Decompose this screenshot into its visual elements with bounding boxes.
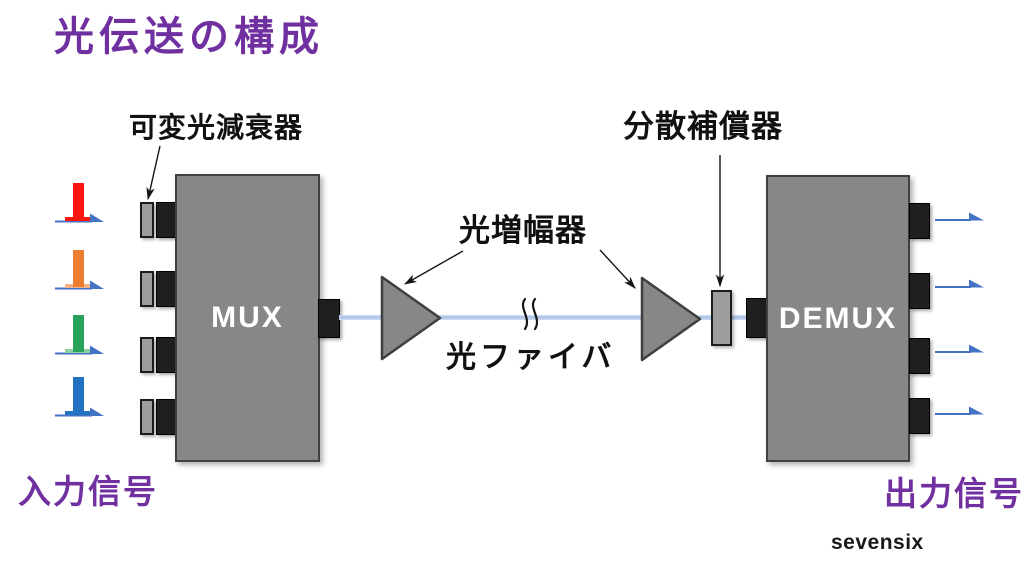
output-signal-arrow-icon — [935, 344, 984, 353]
output-signal-label: 出力信号 — [884, 475, 1024, 512]
compensator-box — [711, 290, 732, 346]
mux-output-port — [318, 299, 340, 338]
amplifier-triangle-icon — [380, 275, 442, 361]
mux-box: MUX — [175, 174, 320, 462]
demux-output-port — [909, 398, 930, 434]
mux-label: MUX — [211, 301, 284, 334]
page-title: 光伝送の構成 — [54, 15, 324, 59]
fiber-break-icon — [521, 297, 539, 331]
amplifier-label: 光増幅器 — [459, 213, 587, 248]
attenuator-box — [140, 337, 154, 373]
demux-output-port — [909, 338, 930, 374]
demux-output-port — [909, 273, 930, 309]
attenuator-box — [140, 202, 154, 238]
mux-input-port — [156, 399, 177, 435]
demux-input-port — [746, 298, 768, 338]
amplifier-triangle-icon — [640, 276, 702, 362]
mux-input-port — [156, 271, 177, 307]
mux-input-port — [156, 337, 177, 373]
input-signal-spike — [55, 183, 104, 223]
input-signal-spike — [55, 250, 104, 290]
output-signal-arrow-icon — [935, 279, 984, 288]
logo-text: sevensix — [831, 531, 924, 554]
attenuator-pointer-arrow-icon — [146, 145, 161, 201]
fiber-line — [339, 315, 748, 320]
demux-label: DEMUX — [778, 301, 898, 335]
demux-box: DEMUX — [766, 175, 910, 462]
amplifier-pointer-arrows-icon — [404, 249, 636, 289]
input-signal-spike — [55, 315, 104, 355]
demux-output-port — [909, 203, 930, 239]
input-signal-spike — [55, 377, 104, 417]
mux-input-port — [156, 202, 177, 238]
input-signal-label: 入力信号 — [18, 473, 158, 510]
attenuator-box — [140, 271, 154, 307]
compensator-pointer-arrow-icon — [715, 155, 725, 288]
output-signal-arrow-icon — [935, 406, 984, 415]
compensator-label: 分散補償器 — [623, 109, 783, 144]
fiber-label: 光ファイバ — [446, 341, 616, 374]
attenuator-label: 可変光減衰器 — [129, 112, 304, 143]
output-signal-arrow-icon — [935, 212, 984, 221]
attenuator-box — [140, 399, 154, 435]
